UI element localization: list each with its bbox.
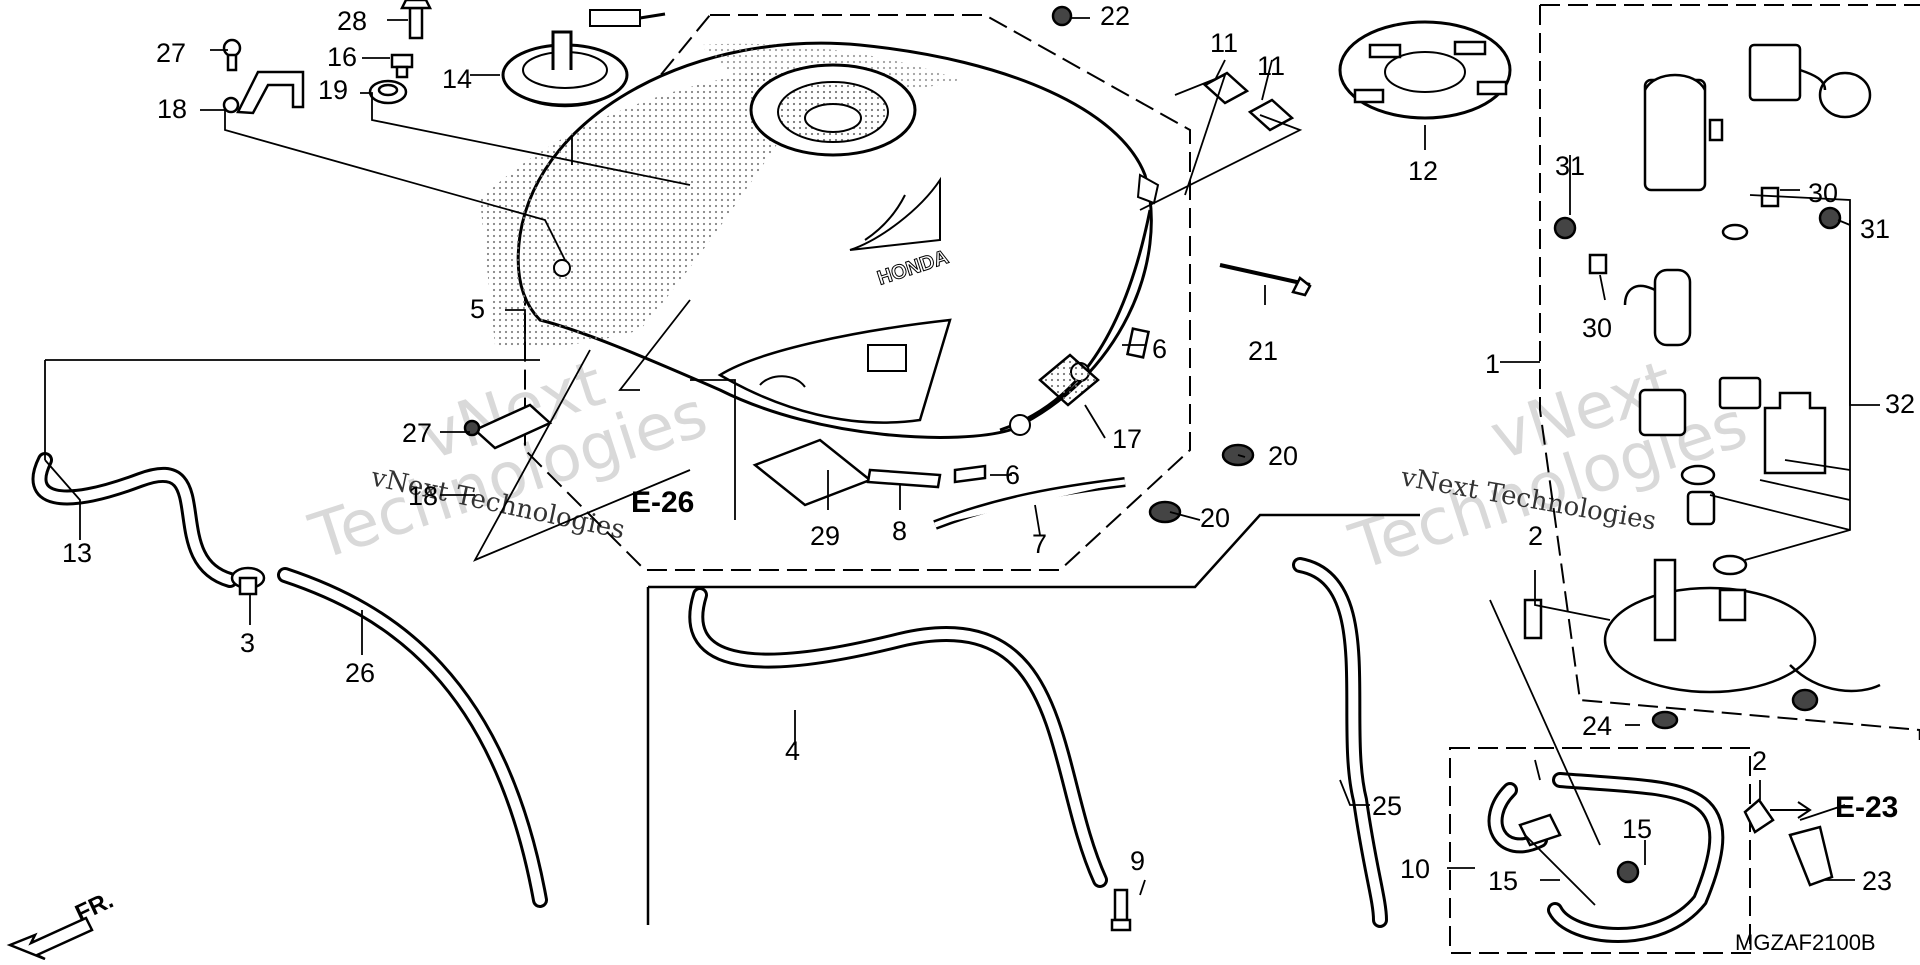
section-references: E-26 E-23 (631, 486, 1898, 824)
callout-labels: 27 28 16 18 19 14 22 11 11 12 31 30 31 3… (62, 1, 1915, 896)
callout: 32 (1885, 389, 1915, 419)
callout: 18 (408, 481, 438, 511)
callout: 30 (1808, 178, 1838, 208)
callout: 4 (785, 736, 800, 766)
callout: 13 (62, 538, 92, 568)
callout: 6 (1005, 460, 1020, 490)
reference-e23: E-23 (1835, 791, 1898, 824)
callout: 27 (402, 418, 432, 448)
callout: 30 (1582, 313, 1612, 343)
callout: 11 (1257, 51, 1285, 81)
callout: 16 (327, 42, 357, 72)
leader-lines (44, 17, 1880, 906)
callout: 20 (1200, 503, 1230, 533)
callout: 22 (1100, 1, 1130, 31)
hoses-fill (34, 455, 1722, 940)
callout: 31 (1860, 214, 1890, 244)
assembly-boundaries (524, 4, 1920, 954)
callout: 8 (892, 516, 907, 546)
callout: 7 (1032, 529, 1047, 559)
callout: 27 (156, 38, 186, 68)
fuel-pump-assembly (1523, 43, 1881, 730)
callout: 10 (1400, 854, 1430, 884)
reference-e26: E-26 (631, 486, 694, 519)
fuel-cap (501, 9, 666, 108)
callout: 2 (1528, 521, 1543, 551)
callout: 23 (1862, 866, 1892, 896)
callout: 3 (240, 628, 255, 658)
callout: 14 (442, 64, 472, 94)
callout: 15 (1488, 866, 1518, 896)
callout: 6 (1152, 334, 1167, 364)
group-lines (646, 513, 1920, 925)
callout: 24 (1582, 711, 1612, 741)
callout: 20 (1268, 441, 1298, 471)
callout: 11 (1210, 28, 1238, 58)
top-left-hardware (222, 0, 433, 115)
callout: 19 (318, 75, 348, 105)
callout: 17 (1112, 424, 1142, 454)
top-center-hardware (1051, 5, 1512, 297)
drawing-code: MGZAF2100B (1735, 930, 1876, 955)
callout: 9 (1130, 846, 1145, 876)
callout: 15 (1622, 814, 1652, 844)
callout: 2 (1752, 746, 1767, 776)
callout: 29 (810, 521, 840, 551)
forward-direction-arrow: FR. (6, 887, 118, 961)
callout: 18 (157, 94, 187, 124)
callout: 21 (1248, 336, 1278, 366)
callout: 25 (1372, 791, 1402, 821)
callout: 1 (1485, 349, 1500, 379)
callout: 28 (337, 6, 367, 36)
callout: 26 (345, 658, 375, 688)
callout: 31 (1555, 151, 1585, 181)
callout: 5 (470, 294, 485, 324)
loose-parts (230, 327, 1834, 932)
fuel-tank: HONDA (480, 41, 1160, 439)
callout: 12 (1408, 156, 1438, 186)
